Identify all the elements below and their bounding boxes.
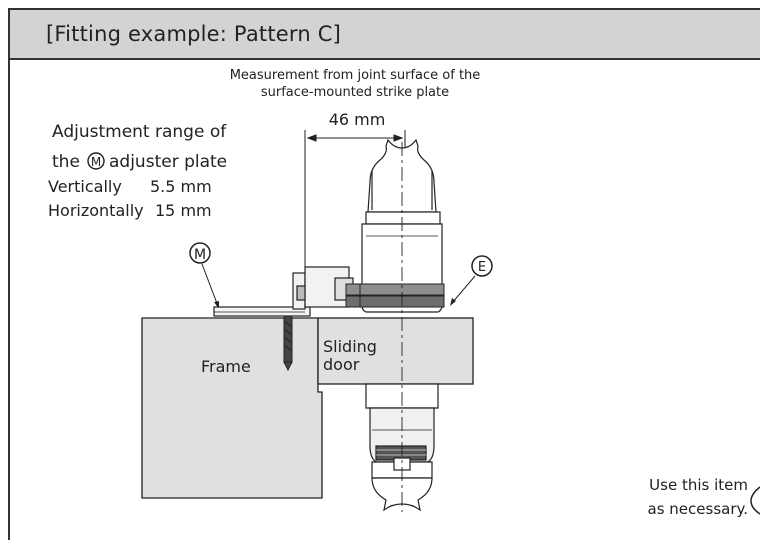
svg-text:M: M [91,155,101,169]
panel-border [8,8,760,540]
adjuster-plate [213,306,311,317]
strike-bracket [292,266,354,310]
horizontal-value: 15 mm [155,201,212,220]
sliding-door-block [317,317,474,385]
partial-marker [750,486,760,515]
frame-block [141,317,323,499]
note-line1: Use this item [649,476,748,494]
svg-text:M: M [194,247,206,263]
adjustment-line2-suffix: adjuster plate [109,152,227,172]
vertical-value: 5.5 mm [150,177,212,196]
screw [283,315,293,372]
e-marker: E [450,255,493,306]
dimension-46mm [304,130,406,270]
adjuster-bands [345,283,445,308]
adjustment-line2-prefix: the [52,152,80,172]
note-line2: as necessary. [648,500,748,518]
m-marker: M [189,242,219,309]
horizontal-label: Horizontally [48,201,144,220]
m-marker-inline: M [87,152,105,170]
section-title: [Fitting example: Pattern C] [46,22,342,46]
measurement-caption-line2: surface-mounted strike plate [261,85,449,100]
sliding-door-label-line1: Sliding [323,337,377,356]
svg-text:E: E [478,260,486,275]
measurement-caption-line1: Measurement from joint surface of the [230,68,481,83]
frame-label: Frame [201,357,251,376]
adjustment-line1: Adjustment range of [52,122,227,142]
measurement-value: 46 mm [329,110,386,129]
vertical-label: Vertically [48,177,122,196]
sliding-door-label-line2: door [323,355,360,374]
section-header: [Fitting example: Pattern C] [10,10,760,60]
